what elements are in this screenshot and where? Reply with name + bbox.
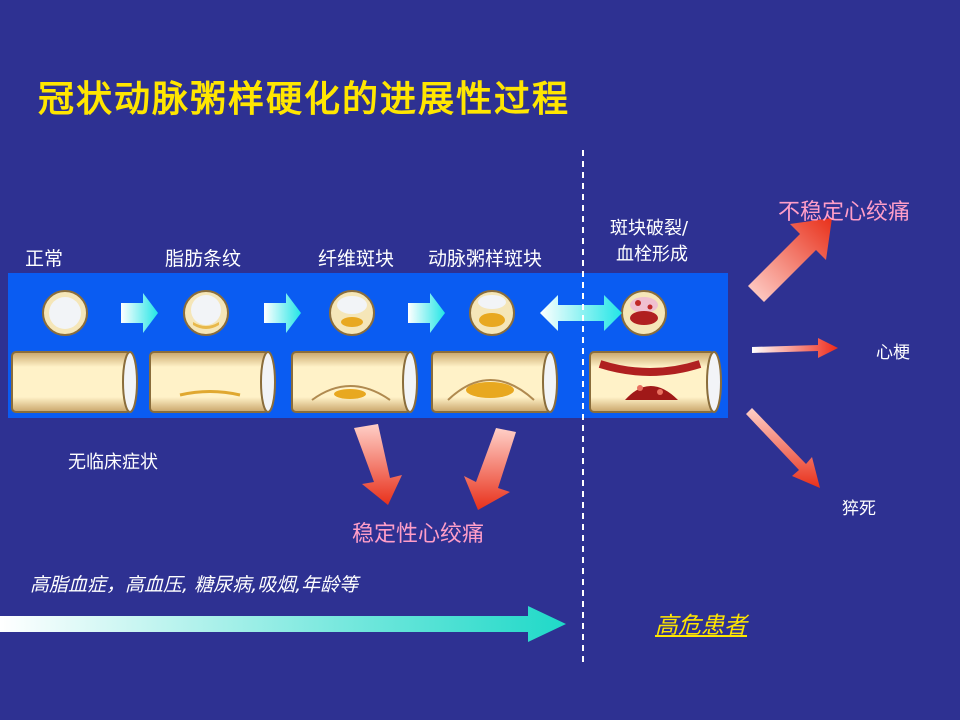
stage-label-fibrous-plaque: 纤维斑块 <box>318 248 395 270</box>
progress-arrow-1 <box>121 293 158 333</box>
high-risk-label: 高危患者 <box>655 613 747 639</box>
arrow-unstable-angina <box>748 218 832 302</box>
vessel-rupture <box>589 351 722 413</box>
arrow-sudden-death <box>746 408 820 488</box>
stable-angina-label: 稳定性心绞痛 <box>352 522 485 547</box>
progress-arrow-2 <box>264 293 301 333</box>
arrow-stable-angina-1 <box>354 424 402 505</box>
progress-arrows <box>121 293 622 333</box>
outcome-sudden-death: 猝死 <box>842 499 876 519</box>
cross-section-rupture <box>621 290 667 336</box>
outcome-unstable-angina: 不稳定心绞痛 <box>778 200 911 225</box>
risk-factors: 高脂血症，高血压, 糖尿病,吸烟,年龄等 <box>30 574 359 596</box>
arrow-mi <box>752 338 838 358</box>
cross-section-fibrous-plaque <box>329 290 375 336</box>
progress-arrow-3 <box>408 293 445 333</box>
stage-label-normal: 正常 <box>25 248 64 270</box>
cross-section-normal <box>42 290 88 336</box>
risk-progress-arrow <box>0 606 566 642</box>
arrow-stable-angina-2 <box>464 428 516 510</box>
page-title: 冠状动脉粥样硬化的进展性过程 <box>38 79 571 120</box>
cross-section-atheroma <box>469 290 515 336</box>
stage-label-atheroma: 动脉粥样斑块 <box>428 248 543 270</box>
vessel-fibrous-plaque <box>291 351 418 413</box>
vessel-normal <box>11 351 138 413</box>
stage-label-fatty-streak: 脂肪条纹 <box>165 248 242 270</box>
vessel-fatty-streak <box>149 351 276 413</box>
no-symptoms-label: 无临床症状 <box>68 452 158 473</box>
stage-label-rupture-1: 斑块破裂/ <box>610 218 689 239</box>
double-arrow <box>540 295 622 331</box>
cross-section-fatty-streak <box>183 290 229 336</box>
vessel-atheroma <box>431 351 558 413</box>
outcome-mi: 心梗 <box>876 343 910 363</box>
stage-label-rupture-2: 血栓形成 <box>616 244 688 265</box>
